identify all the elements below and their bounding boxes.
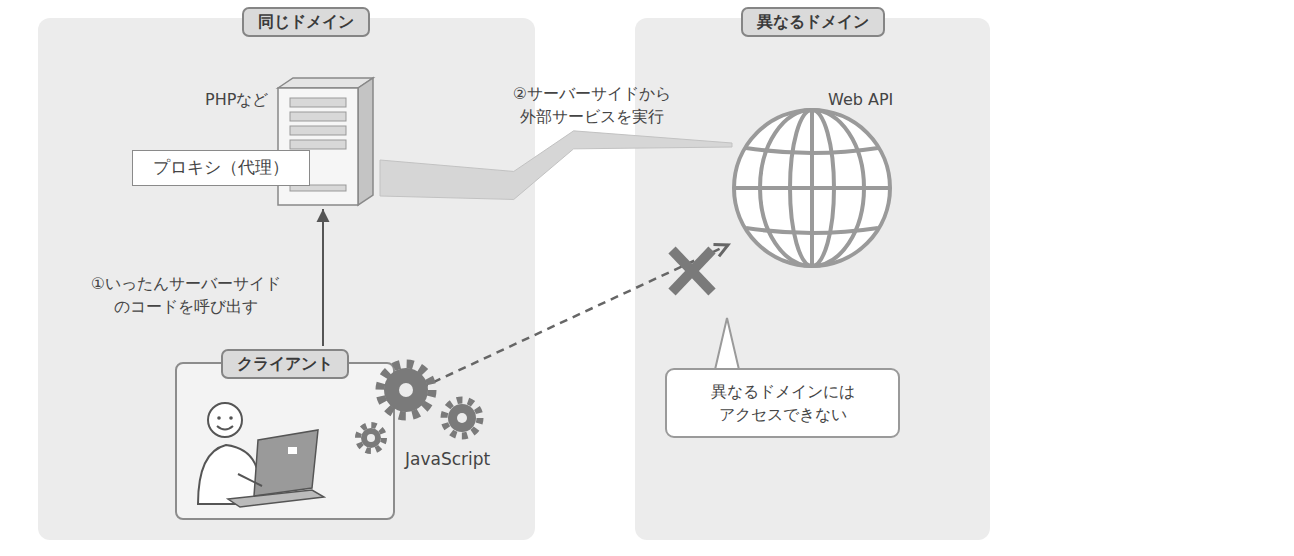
connector — [317, 209, 330, 346]
globe-icon — [734, 110, 890, 266]
cross-mark — [672, 250, 712, 292]
edge-label: ②サーバーサイドから 外部サービスを実行 — [472, 82, 712, 128]
globe-label: Web API — [828, 90, 893, 110]
client-heading: クライアント — [221, 349, 349, 379]
server-label: PHPなど — [205, 90, 268, 110]
server-icon — [278, 78, 373, 205]
label-holder: ①いったんサーバーサイド のコードを呼び出す — [55, 272, 317, 318]
connector — [395, 245, 728, 400]
label-holder: ②サーバーサイドから 外部サービスを実行 — [472, 82, 712, 128]
arrow-head — [317, 209, 330, 222]
label-holder: JavaScript — [405, 449, 490, 469]
region-heading: 同じドメイン — [242, 7, 370, 37]
callout-pointer — [714, 318, 740, 374]
arrow-line — [322, 209, 324, 346]
gear-icon — [358, 364, 480, 451]
proxy-box: プロキシ（代理） — [132, 150, 310, 186]
callout-text: 異なるドメインには アクセスできない — [675, 380, 890, 426]
region-heading: 異なるドメイン — [741, 7, 885, 37]
dashed-line — [395, 245, 728, 400]
arrow-head — [713, 245, 728, 257]
edge-label: ①いったんサーバーサイド のコードを呼び出す — [55, 272, 317, 318]
connector — [380, 131, 732, 200]
proxy-label: プロキシ（代理） — [133, 151, 309, 183]
callout-box: 異なるドメインには アクセスできない — [665, 368, 900, 438]
lightning-bolt — [380, 131, 732, 200]
code-label: JavaScript — [405, 449, 490, 469]
person-icon — [198, 403, 324, 507]
